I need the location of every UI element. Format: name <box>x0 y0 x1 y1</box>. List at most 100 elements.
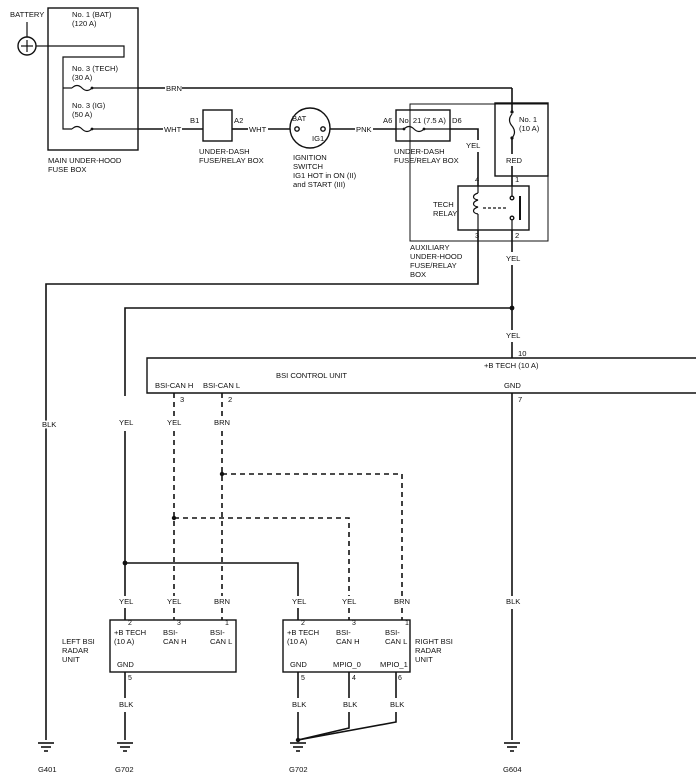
relay-label-1: TECH <box>433 200 454 209</box>
right-radar-gnd: GND <box>290 660 307 669</box>
fuse-2-name: No. 3 (TECH) <box>72 64 118 73</box>
left-radar-canh-2: CAN H <box>163 637 187 646</box>
under-dash-1-label-2: FUSE/RELAY BOX <box>199 156 264 165</box>
right-radar-wire-blk-2: BLK <box>343 700 357 709</box>
relay-pin-2: 2 <box>515 231 519 240</box>
aux-label-3: FUSE/RELAY <box>410 261 457 270</box>
battery: BATTERY <box>10 10 48 56</box>
ignition-pin-ig1: IG1 <box>312 134 324 143</box>
fuse-1-rating: (120 A) <box>72 19 97 28</box>
relay-label-2: RELAY <box>433 209 457 218</box>
right-radar-wire-brn: BRN <box>394 597 410 606</box>
bsi-gnd-label: GND <box>504 381 521 390</box>
aux-fuse-relay-box: No. 1 (10 A) RED 4 1 3 2 TECH RELAY AUXI… <box>409 102 549 279</box>
bsi-can-l-pin: 2 <box>228 395 232 404</box>
aux-label-2: UNDER-HOOD <box>410 252 463 261</box>
right-radar-btech-1: +B TECH <box>287 628 319 637</box>
wire-blk-label-g401: BLK <box>42 420 56 429</box>
right-radar-label-1: RIGHT BSI <box>415 637 453 646</box>
relay-pin-4: 4 <box>475 175 479 184</box>
ground-g401: G401 <box>38 742 57 774</box>
right-radar-label-2: RADAR <box>415 646 442 655</box>
wire-yel-label-left: YEL <box>119 418 133 427</box>
under-dash-box-1: B1 A2 UNDER-DASH FUSE/RELAY BOX <box>190 109 264 165</box>
wire-red-label: RED <box>506 156 523 165</box>
ground-g401-label: G401 <box>38 765 57 774</box>
wire-yel-label-bsi: YEL <box>506 331 520 340</box>
relay-pin-3: 3 <box>475 231 479 240</box>
bsi-title: BSI CONTROL UNIT <box>276 371 347 380</box>
right-radar-wire-blk-1: BLK <box>292 700 306 709</box>
right-radar-canh-1: BSI- <box>336 628 351 637</box>
ground-g604-label: G604 <box>503 765 522 774</box>
wire-wht-label-1: WHT <box>164 125 182 134</box>
fuse-3-name: No. 3 (IG) <box>72 101 106 110</box>
right-radar-btech-2: (10 A) <box>287 637 308 646</box>
left-radar-label-1: LEFT BSI <box>62 637 95 646</box>
bsi-can-h-label: BSI-CAN H <box>155 381 193 390</box>
under-dash-1-pin-out: A2 <box>234 116 243 125</box>
right-radar-canl-1: BSI- <box>385 628 400 637</box>
ignition-label-2: SWITCH <box>293 162 323 171</box>
left-radar-pin-3: 3 <box>177 620 181 627</box>
left-radar-wire-brn: BRN <box>214 597 230 606</box>
right-radar-pin-6: 6 <box>398 675 402 682</box>
wire-pnk-label: PNK <box>356 125 372 134</box>
left-radar-canl-2: CAN L <box>210 637 232 646</box>
ground-g702-left-label: G702 <box>115 765 134 774</box>
under-dash-2-pin-in: A6 <box>383 116 392 125</box>
right-radar-wire-yel-1: YEL <box>292 597 306 606</box>
left-radar-label-3: UNIT <box>62 655 80 664</box>
wire-brn-label-canl: BRN <box>214 418 230 427</box>
right-radar-pin-2: 2 <box>301 620 305 627</box>
bsi-gnd-pin: 7 <box>518 395 522 404</box>
right-bsi-radar-unit: 2 3 1 +B TECH (10 A) BSI- CAN H BSI- CAN… <box>282 619 453 682</box>
bsi-control-unit: 10 +B TECH (10 A) BSI CONTROL UNIT BSI-C… <box>146 349 696 404</box>
battery-label: BATTERY <box>10 10 44 19</box>
aux-label-1: AUXILIARY <box>410 243 450 252</box>
right-radar-wire-blk-3: BLK <box>390 700 404 709</box>
ignition-switch: BAT IG1 IGNITION SWITCH IG1 HOT in ON (I… <box>289 107 357 189</box>
left-radar-wire-yel-2: YEL <box>167 597 181 606</box>
fuse-1-name: No. 1 (BAT) <box>72 10 112 19</box>
relay-pin-1: 1 <box>515 175 519 184</box>
under-dash-2-label-1: UNDER-DASH <box>394 147 445 156</box>
bsi-btech-pin: 10 <box>518 349 526 358</box>
wire-yel-label-relay: YEL <box>506 254 520 263</box>
ground-g702-right-label: G702 <box>289 765 308 774</box>
left-radar-canh-1: BSI- <box>163 628 178 637</box>
left-radar-wire-blk: BLK <box>119 700 133 709</box>
ground-g702-right: G702 <box>289 742 308 774</box>
aux-fuse-name: No. 1 <box>519 115 537 124</box>
right-radar-pin-3: 3 <box>352 620 356 627</box>
left-radar-btech-2: (10 A) <box>114 637 135 646</box>
main-fuse-box-label-1: MAIN UNDER-HOOD <box>48 156 122 165</box>
right-radar-pin-4: 4 <box>352 675 356 682</box>
under-dash-1-label-1: UNDER-DASH <box>199 147 250 156</box>
under-dash-1-pin-in: B1 <box>190 116 199 125</box>
wire-wht-label-2: WHT <box>249 125 267 134</box>
under-dash-box-2: A6 D6 No. 21 (7.5 A) UNDER-DASH FUSE/REL… <box>383 109 462 165</box>
bsi-can-l-label: BSI-CAN L <box>203 381 240 390</box>
ground-g604: G604 <box>503 742 522 774</box>
fuse-3-rating: (50 A) <box>72 110 93 119</box>
main-fuse-box-label-2: FUSE BOX <box>48 165 86 174</box>
right-radar-label-3: UNIT <box>415 655 433 664</box>
right-radar-canl-2: CAN L <box>385 637 407 646</box>
bsi-btech-label: +B TECH (10 A) <box>484 361 539 370</box>
right-radar-mpio0: MPIO_0 <box>333 660 361 669</box>
left-radar-pin-1: 1 <box>225 620 229 627</box>
right-radar-mpio1: MPIO_1 <box>380 660 408 669</box>
fuse-2-rating: (30 A) <box>72 73 93 82</box>
wire-yel-label-d6: YEL <box>466 141 480 150</box>
right-radar-pin-5: 5 <box>301 675 305 682</box>
wire-brn-label: BRN <box>166 84 182 93</box>
left-radar-wire-yel-1: YEL <box>119 597 133 606</box>
right-radar-pin-1: 1 <box>405 620 409 627</box>
right-radar-canh-2: CAN H <box>336 637 360 646</box>
ignition-note-1: IG1 HOT in ON (II) <box>293 171 357 180</box>
left-radar-canl-1: BSI- <box>210 628 225 637</box>
left-radar-pin-5: 5 <box>128 675 132 682</box>
right-radar-wire-yel-2: YEL <box>342 597 356 606</box>
